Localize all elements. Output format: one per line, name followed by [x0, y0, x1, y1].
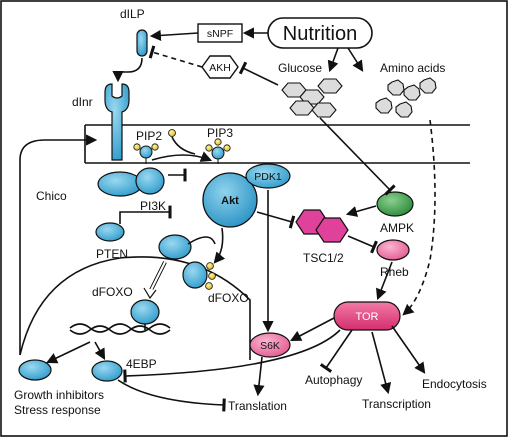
- rheb-label: Rheb: [380, 265, 409, 279]
- tsc-label: TSC1/2: [303, 251, 344, 265]
- nutrition-label: Nutrition: [283, 23, 357, 45]
- phosphate-free: [168, 129, 176, 137]
- arrow-to-growth-inhibitors: [45, 341, 91, 364]
- amino-to-tor: [402, 119, 436, 316]
- 4ebp-shape: [91, 360, 123, 382]
- dilp-label: dILP: [120, 7, 145, 21]
- amino-acid-octagons: [375, 77, 437, 118]
- tor-to-transcription: [371, 331, 392, 395]
- pi3k-shape: [135, 167, 165, 195]
- akt-shape: [202, 172, 258, 228]
- nutrition-to-glucose: [327, 47, 339, 73]
- tor-inhibits-autophagy: [319, 329, 353, 373]
- tor-to-s6k: [290, 317, 335, 342]
- pip2-molecule: [133, 143, 159, 164]
- growth-inhibitors-label: Growth inhibitors: [14, 388, 104, 402]
- nutrition-node: Nutrition: [267, 17, 373, 49]
- pip3-molecule: [205, 138, 231, 164]
- rheb-to-tor: [376, 261, 393, 301]
- tor-inhibits-4ebp: [123, 329, 341, 383]
- dinr-label: dInr: [72, 95, 93, 109]
- dfoxo-nuc-label: dFOXO: [92, 285, 133, 299]
- pten-inhibit-line: [119, 205, 172, 224]
- 4ebp-label: 4EBP: [126, 357, 157, 371]
- translation-label: Translation: [228, 399, 287, 413]
- snpf-to-dilp: [149, 29, 199, 42]
- rheb-shape: [376, 239, 410, 261]
- akt-phospho-dfoxo: [213, 227, 226, 264]
- akh-label: AKH: [209, 62, 231, 74]
- dna-strand: [69, 323, 171, 335]
- pdk1-shape: [245, 163, 291, 189]
- dfoxo-cycle-arc: [187, 236, 216, 245]
- s6k-to-translation: [253, 356, 265, 397]
- snpf-node: sNPF: [197, 23, 243, 43]
- akt-label: Akt: [221, 195, 239, 207]
- feedback-to-dinr: [19, 134, 98, 355]
- tsc-inhibits-rheb: [347, 235, 378, 254]
- growth-inhibitor-shape: [18, 359, 52, 381]
- tor-label: TOR: [355, 311, 378, 323]
- dfoxo-nuc-shape: [130, 299, 160, 325]
- autophagy-label: Autophagy: [305, 373, 362, 387]
- dinr-receptor: [104, 83, 130, 161]
- ampk-shape: [376, 191, 414, 217]
- dilp-shape: [136, 29, 148, 57]
- chico-label: Chico: [36, 189, 67, 203]
- pip2-label: PIP2: [136, 129, 162, 143]
- endocytosis-label: Endocytosis: [422, 377, 487, 391]
- glucose-hexagons: [281, 78, 343, 118]
- tor-to-endocytosis: [391, 325, 426, 374]
- pdk1-label: PDK1: [254, 171, 282, 183]
- phosphate-arc: [171, 136, 196, 155]
- dilp-to-dinr: [112, 57, 143, 83]
- pip2-to-pip3-arrow: [151, 151, 213, 162]
- transcription-label: Transcription: [362, 397, 431, 411]
- pi3k-label: PI3K: [140, 199, 166, 213]
- glucose-inhibits-ampk: [319, 117, 396, 196]
- tor-shape: [333, 301, 401, 331]
- dfoxo-cyto-label: dFOXO: [208, 291, 249, 305]
- akt-inhibits-tsc: [256, 211, 296, 229]
- akh-node: AKH: [201, 55, 239, 79]
- s6k-label: S6K: [260, 340, 280, 352]
- arrow-to-4ebp: [94, 341, 106, 360]
- glucose-inhibits-akh: [238, 61, 279, 86]
- 4ebp-inhibits-translation: [117, 379, 226, 412]
- pten-label: PTEN: [96, 247, 128, 261]
- stress-response-label: Stress response: [14, 403, 101, 417]
- nutrition-to-amino: [347, 47, 364, 72]
- snpf-label: sNPF: [207, 28, 233, 40]
- pip3-label: PIP3: [207, 126, 233, 140]
- pten-shape: [95, 222, 125, 242]
- nucleus-boundary: [19, 256, 251, 360]
- tsc-complex: [295, 209, 349, 243]
- dfoxo-cyto-shape-1: [158, 234, 192, 260]
- ampk-label: AMPK: [380, 221, 414, 235]
- glucose-label: Glucose: [278, 61, 322, 75]
- s6k-shape: [249, 332, 291, 358]
- dfoxo-cyto-phospho: [182, 261, 216, 290]
- ampk-to-tsc: [345, 205, 377, 217]
- chico-shape: [97, 171, 143, 197]
- amino-acids-label: Amino acids: [380, 61, 445, 75]
